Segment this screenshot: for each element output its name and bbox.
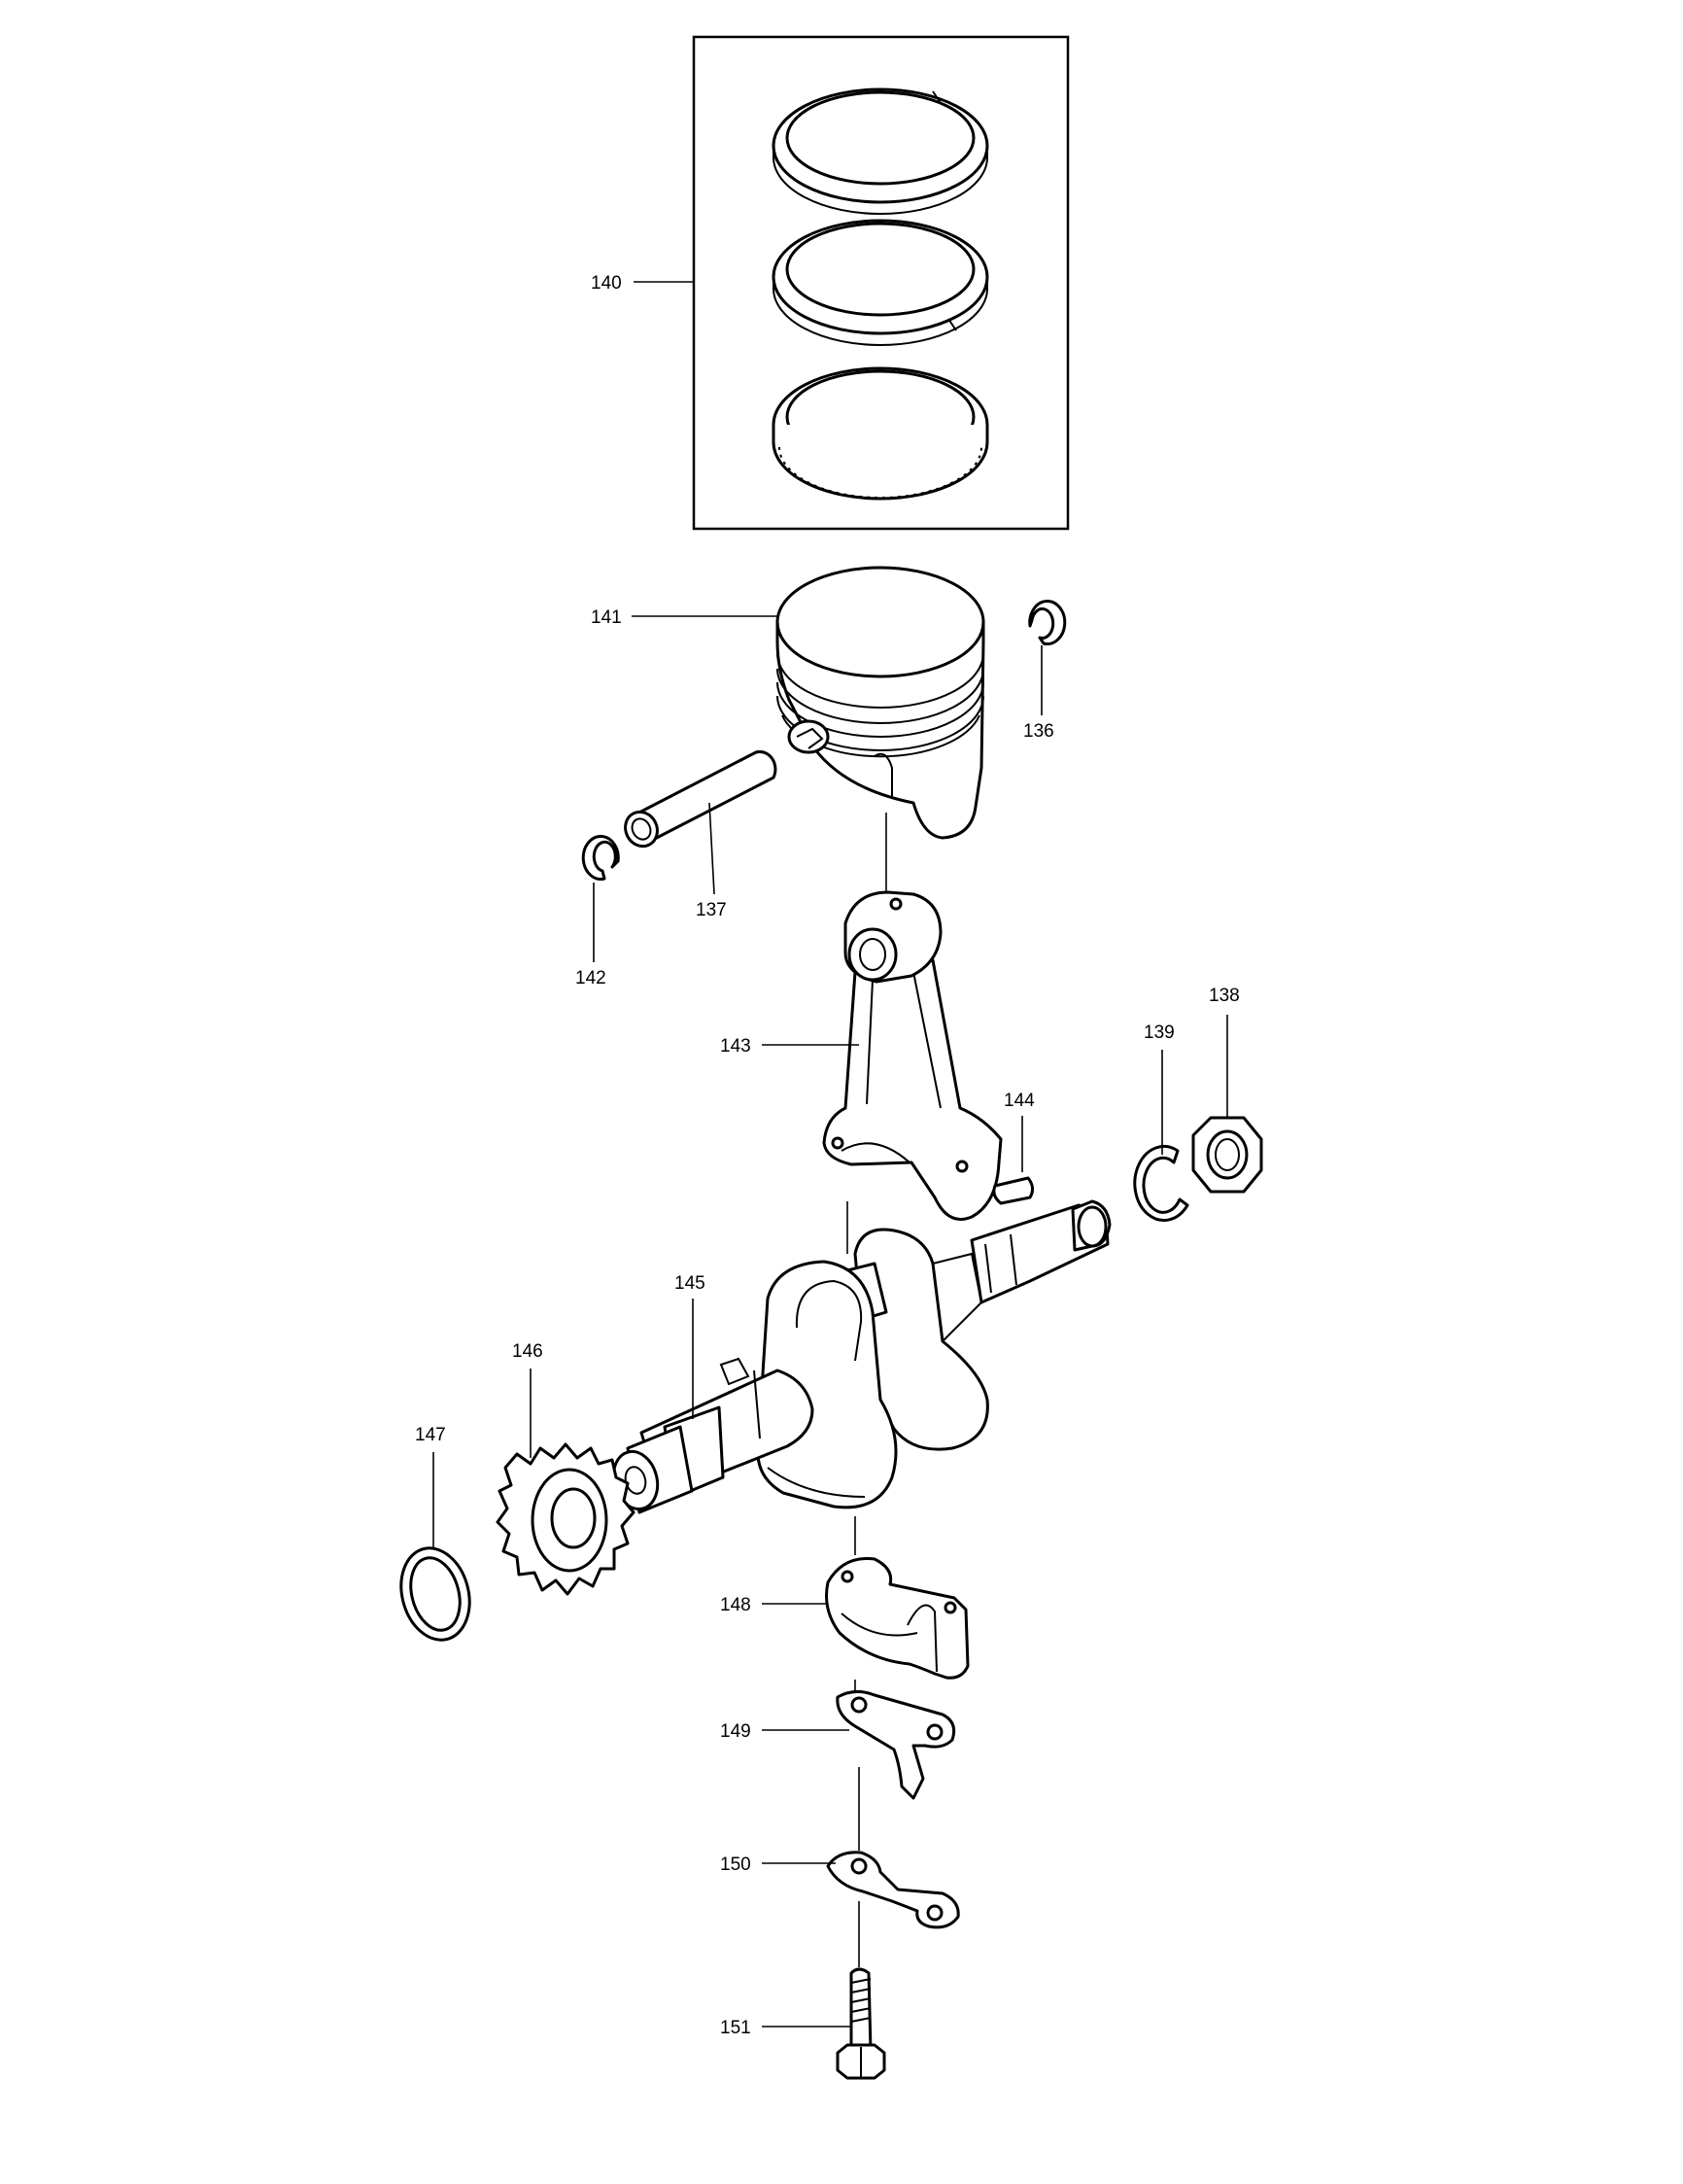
piston-ring-oil <box>772 366 989 501</box>
callout-149: 149 <box>720 1721 751 1742</box>
thrust-washer <box>399 1546 471 1642</box>
snap-ring <box>1133 1145 1189 1222</box>
crankshaft <box>611 1199 1112 1514</box>
piston-ring-middle <box>772 219 989 346</box>
callout-142: 142 <box>575 968 606 988</box>
callout-147: 147 <box>415 1425 446 1445</box>
callout-140: 140 <box>591 273 622 294</box>
callout-148: 148 <box>720 1595 751 1615</box>
piston-pin-circlip-left <box>581 834 620 881</box>
lock-washer <box>826 1851 960 1929</box>
callout-146: 146 <box>512 1341 543 1362</box>
callout-151: 151 <box>720 2018 751 2038</box>
hex-nut <box>1191 1116 1263 1194</box>
piston <box>775 566 985 840</box>
callout-150: 150 <box>720 1855 751 1875</box>
callout-145: 145 <box>674 1273 705 1294</box>
piston-ring-top <box>772 87 989 215</box>
crankshaft-gear <box>496 1442 635 1596</box>
connecting-rod-cap <box>825 1557 970 1680</box>
callout-138: 138 <box>1209 986 1240 1006</box>
connecting-rod <box>822 890 1003 1221</box>
piston-ring-set-frame <box>692 35 1070 531</box>
woodruff-key <box>992 1176 1035 1205</box>
callout-144: 144 <box>1004 1091 1035 1111</box>
callout-141: 141 <box>591 607 622 628</box>
callout-136: 136 <box>1023 721 1054 742</box>
piston-pin <box>624 749 777 849</box>
callout-137: 137 <box>696 900 727 920</box>
cap-bolt <box>836 1967 886 2080</box>
lock-plate <box>836 1690 956 1800</box>
callout-143: 143 <box>720 1036 751 1057</box>
callout-139: 139 <box>1144 1023 1175 1043</box>
piston-pin-circlip-right <box>1028 599 1067 645</box>
